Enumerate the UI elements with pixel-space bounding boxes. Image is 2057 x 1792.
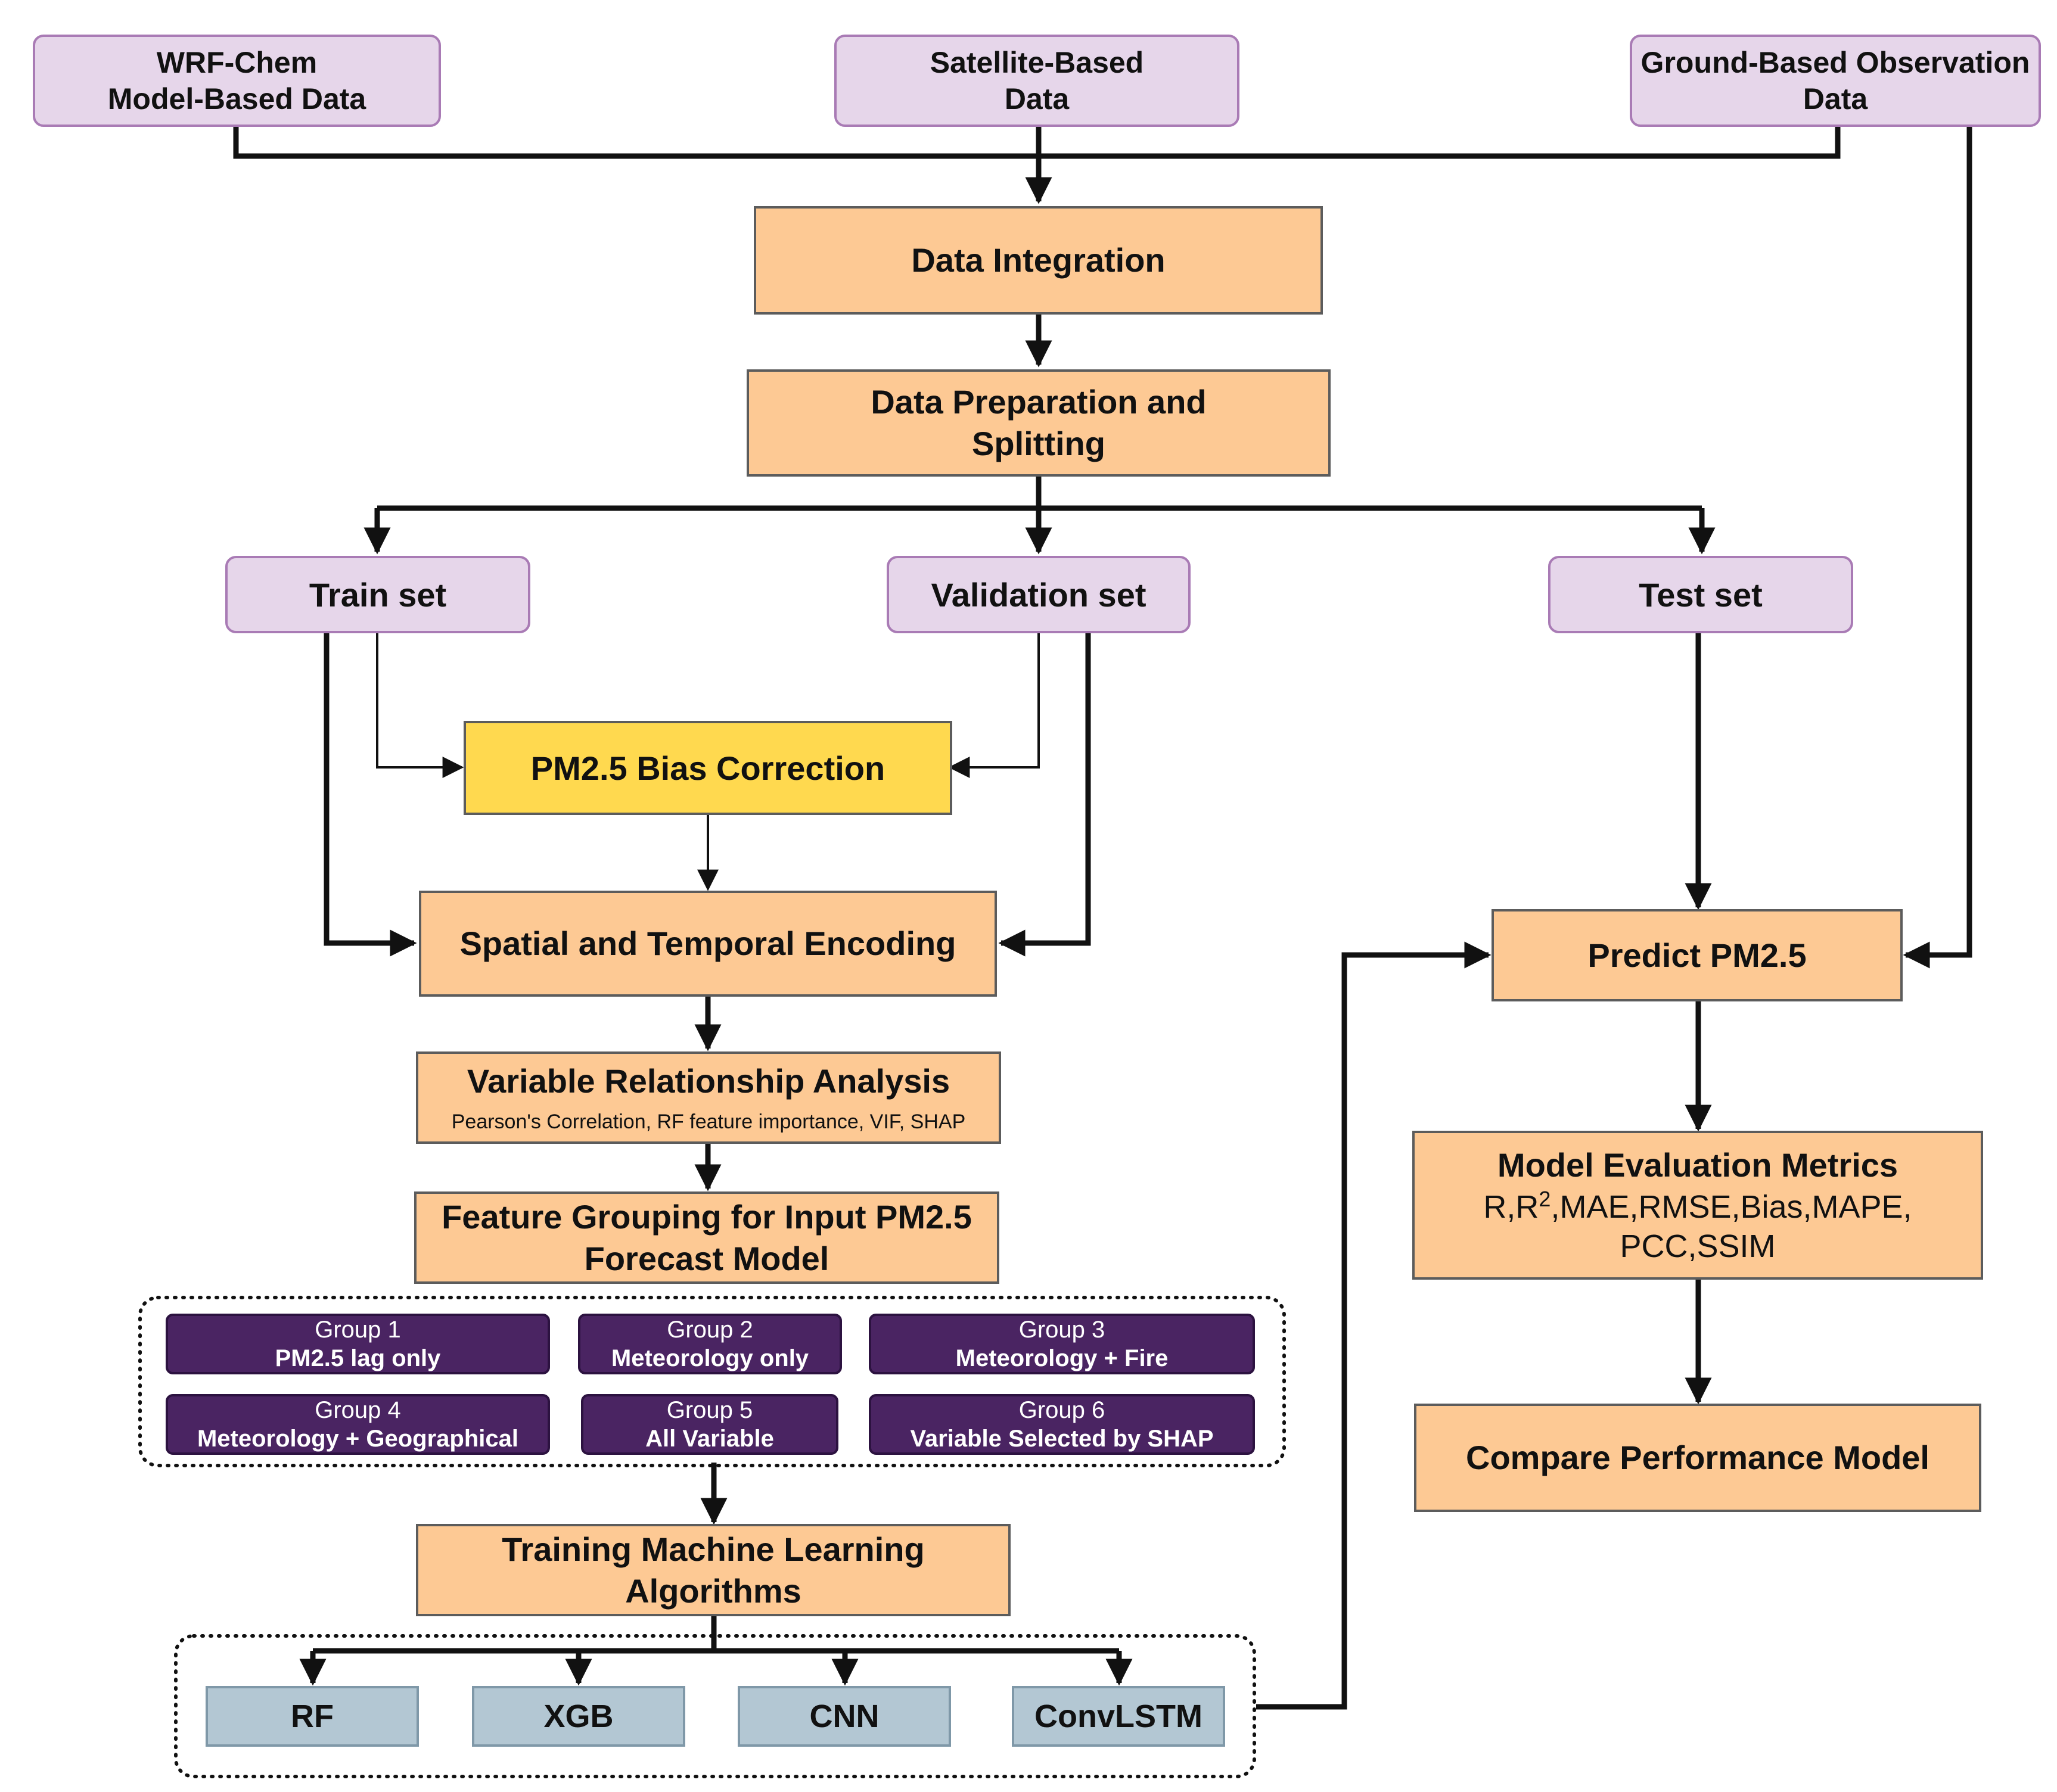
step-spatial-temporal-encoding-label: Spatial and Temporal Encoding <box>459 925 956 962</box>
source-satellite-line-1: Satellite-Based <box>930 45 1144 79</box>
split-train: Train set <box>225 556 530 633</box>
algorithm-convlstm-label: ConvLSTM <box>1034 1698 1202 1734</box>
feature-group-6: Group 6 Variable Selected by SHAP <box>869 1394 1255 1455</box>
step-data-preparation-line-1: Data Preparation and <box>871 383 1207 421</box>
feature-group-5-desc: All Variable <box>645 1426 774 1452</box>
step-compare-performance-label: Compare Performance Model <box>1466 1439 1929 1476</box>
step-evaluation-metrics-line-2: PCC,SSIM <box>1620 1228 1776 1264</box>
step-predict-label: Predict PM2.5 <box>1587 936 1807 974</box>
step-data-preparation-line-2: Splitting <box>972 425 1105 462</box>
step-bias-correction-label: PM2.5 Bias Correction <box>530 749 885 787</box>
feature-group-2-desc: Meteorology only <box>611 1345 809 1371</box>
split-test: Test set <box>1548 556 1853 633</box>
metrics-text-2: ,MAE,RMSE,Bias,MAPE, <box>1550 1189 1912 1225</box>
feature-group-4: Group 4 Meteorology + Geographical <box>166 1394 550 1455</box>
split-validation-label: Validation set <box>931 575 1146 614</box>
feature-group-2-label: Group 2 <box>667 1317 753 1343</box>
feature-group-5-label: Group 5 <box>666 1397 753 1423</box>
source-satellite: Satellite-Based Data <box>834 35 1239 127</box>
split-validation: Validation set <box>887 556 1191 633</box>
step-feature-grouping: Feature Grouping for Input PM2.5 Forecas… <box>414 1191 999 1284</box>
wire-ground-to-predict <box>1903 126 1972 969</box>
source-wrf-chem-line-1: WRF-Chem <box>156 45 318 79</box>
feature-group-2: Group 2 Meteorology only <box>578 1314 842 1374</box>
algorithm-cnn: CNN <box>738 1686 951 1747</box>
algorithm-xgb: XGB <box>472 1686 685 1747</box>
algorithm-convlstm: ConvLSTM <box>1012 1686 1225 1747</box>
step-evaluation-metrics: R,R2,MAE,RMSE,Bias,MAPE, <box>1483 1186 1912 1227</box>
algorithm-xgb-label: XGB <box>543 1698 614 1734</box>
step-evaluation-title: Model Evaluation Metrics <box>1497 1146 1898 1184</box>
feature-group-3-desc: Meteorology + Fire <box>955 1345 1169 1371</box>
wire-validation-to-encoding <box>998 633 1091 957</box>
step-variable-relationship-methods: Pearson's Correlation, RF feature import… <box>451 1110 966 1134</box>
step-variable-relationship-title: Variable Relationship Analysis <box>467 1062 950 1100</box>
source-wrf-chem-line-2: Model-Based Data <box>107 82 366 116</box>
feature-group-3: Group 3 Meteorology + Fire <box>869 1314 1255 1374</box>
algorithm-container <box>174 1634 1256 1778</box>
feature-group-1: Group 1 PM2.5 lag only <box>166 1314 550 1374</box>
feature-group-5: Group 5 All Variable <box>581 1394 838 1455</box>
feature-group-4-desc: Meteorology + Geographical <box>197 1426 518 1452</box>
algorithm-rf: RF <box>206 1686 419 1747</box>
step-evaluation: Model Evaluation Metrics R,R2,MAE,RMSE,B… <box>1412 1131 1983 1280</box>
step-feature-grouping-line-2: Forecast Model <box>584 1239 829 1277</box>
step-training-line-2: Algorithms <box>625 1572 801 1610</box>
step-data-preparation: Data Preparation and Splitting <box>747 369 1331 477</box>
step-data-integration: Data Integration <box>754 206 1323 315</box>
step-spatial-temporal-encoding: Spatial and Temporal Encoding <box>419 891 997 997</box>
split-train-label: Train set <box>309 575 447 614</box>
step-training-line-1: Training Machine Learning <box>502 1530 925 1568</box>
wire-algorithms-to-predict <box>1256 941 1492 1710</box>
source-satellite-line-2: Data <box>1004 82 1070 116</box>
wire-train-to-encoding <box>324 633 417 957</box>
step-bias-correction: PM2.5 Bias Correction <box>464 721 952 815</box>
wire-train-to-bias <box>376 633 464 778</box>
source-ground-line-2: Data <box>1803 82 1868 116</box>
feature-group-1-label: Group 1 <box>315 1317 401 1343</box>
feature-group-3-label: Group 3 <box>1018 1317 1105 1343</box>
source-ground: Ground-Based Observation Data <box>1630 35 2041 127</box>
step-variable-relationship: Variable Relationship Analysis Pearson's… <box>416 1051 1001 1144</box>
algorithm-cnn-label: CNN <box>809 1698 880 1734</box>
step-training: Training Machine Learning Algorithms <box>416 1524 1011 1616</box>
split-test-label: Test set <box>1639 575 1763 614</box>
metrics-superscript: 2 <box>1539 1186 1551 1211</box>
step-compare-performance: Compare Performance Model <box>1414 1404 1981 1512</box>
feature-group-6-desc: Variable Selected by SHAP <box>910 1426 1214 1452</box>
metrics-text-1: R,R <box>1483 1189 1539 1225</box>
wire-validation-to-bias <box>948 633 1040 778</box>
source-wrf-chem: WRF-Chem Model-Based Data <box>33 35 441 127</box>
algorithm-rf-label: RF <box>291 1698 334 1734</box>
step-feature-grouping-line-1: Feature Grouping for Input PM2.5 <box>442 1197 972 1236</box>
source-ground-line-1: Ground-Based Observation <box>1640 45 2030 79</box>
step-data-integration-label: Data Integration <box>911 241 1166 279</box>
feature-group-4-label: Group 4 <box>315 1397 401 1423</box>
feature-group-1-desc: PM2.5 lag only <box>275 1345 441 1371</box>
feature-group-6-label: Group 6 <box>1018 1397 1105 1423</box>
step-predict: Predict PM2.5 <box>1492 909 1903 1001</box>
